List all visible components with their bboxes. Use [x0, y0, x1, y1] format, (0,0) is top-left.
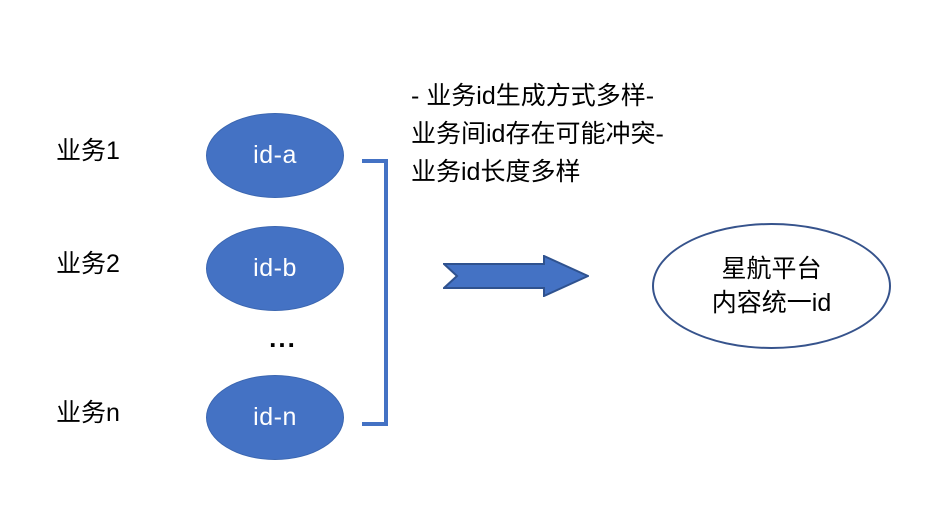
issue-line-2: - 业务间id存在可能冲突	[411, 82, 656, 148]
platform-line-2: 内容统一id	[711, 289, 832, 317]
issue-line-3: - 业务id长度多样	[411, 120, 664, 186]
ellipsis-dots: ...	[269, 323, 297, 353]
business-label-n: 业务n	[56, 399, 120, 427]
issue-line-1: - 业务id生成方式多样	[411, 82, 646, 110]
group-bracket	[360, 155, 390, 430]
platform-line-1: 星航平台	[721, 255, 822, 283]
issues-text-block: - 业务id生成方式多样- 业务间id存在可能冲突- 业务id长度多样	[411, 77, 679, 191]
right-arrow-icon	[441, 254, 591, 298]
id-ellipse-n: id-n	[206, 375, 344, 460]
bracket-icon	[362, 159, 388, 426]
platform-ellipse: 星航平台 内容统一id	[652, 223, 891, 349]
id-ellipse-b: id-b	[206, 226, 344, 311]
business-label-2: 业务2	[56, 250, 120, 278]
transform-arrow	[441, 254, 591, 298]
id-ellipse-a: id-a	[206, 113, 344, 198]
business-label-1: 业务1	[56, 137, 120, 165]
